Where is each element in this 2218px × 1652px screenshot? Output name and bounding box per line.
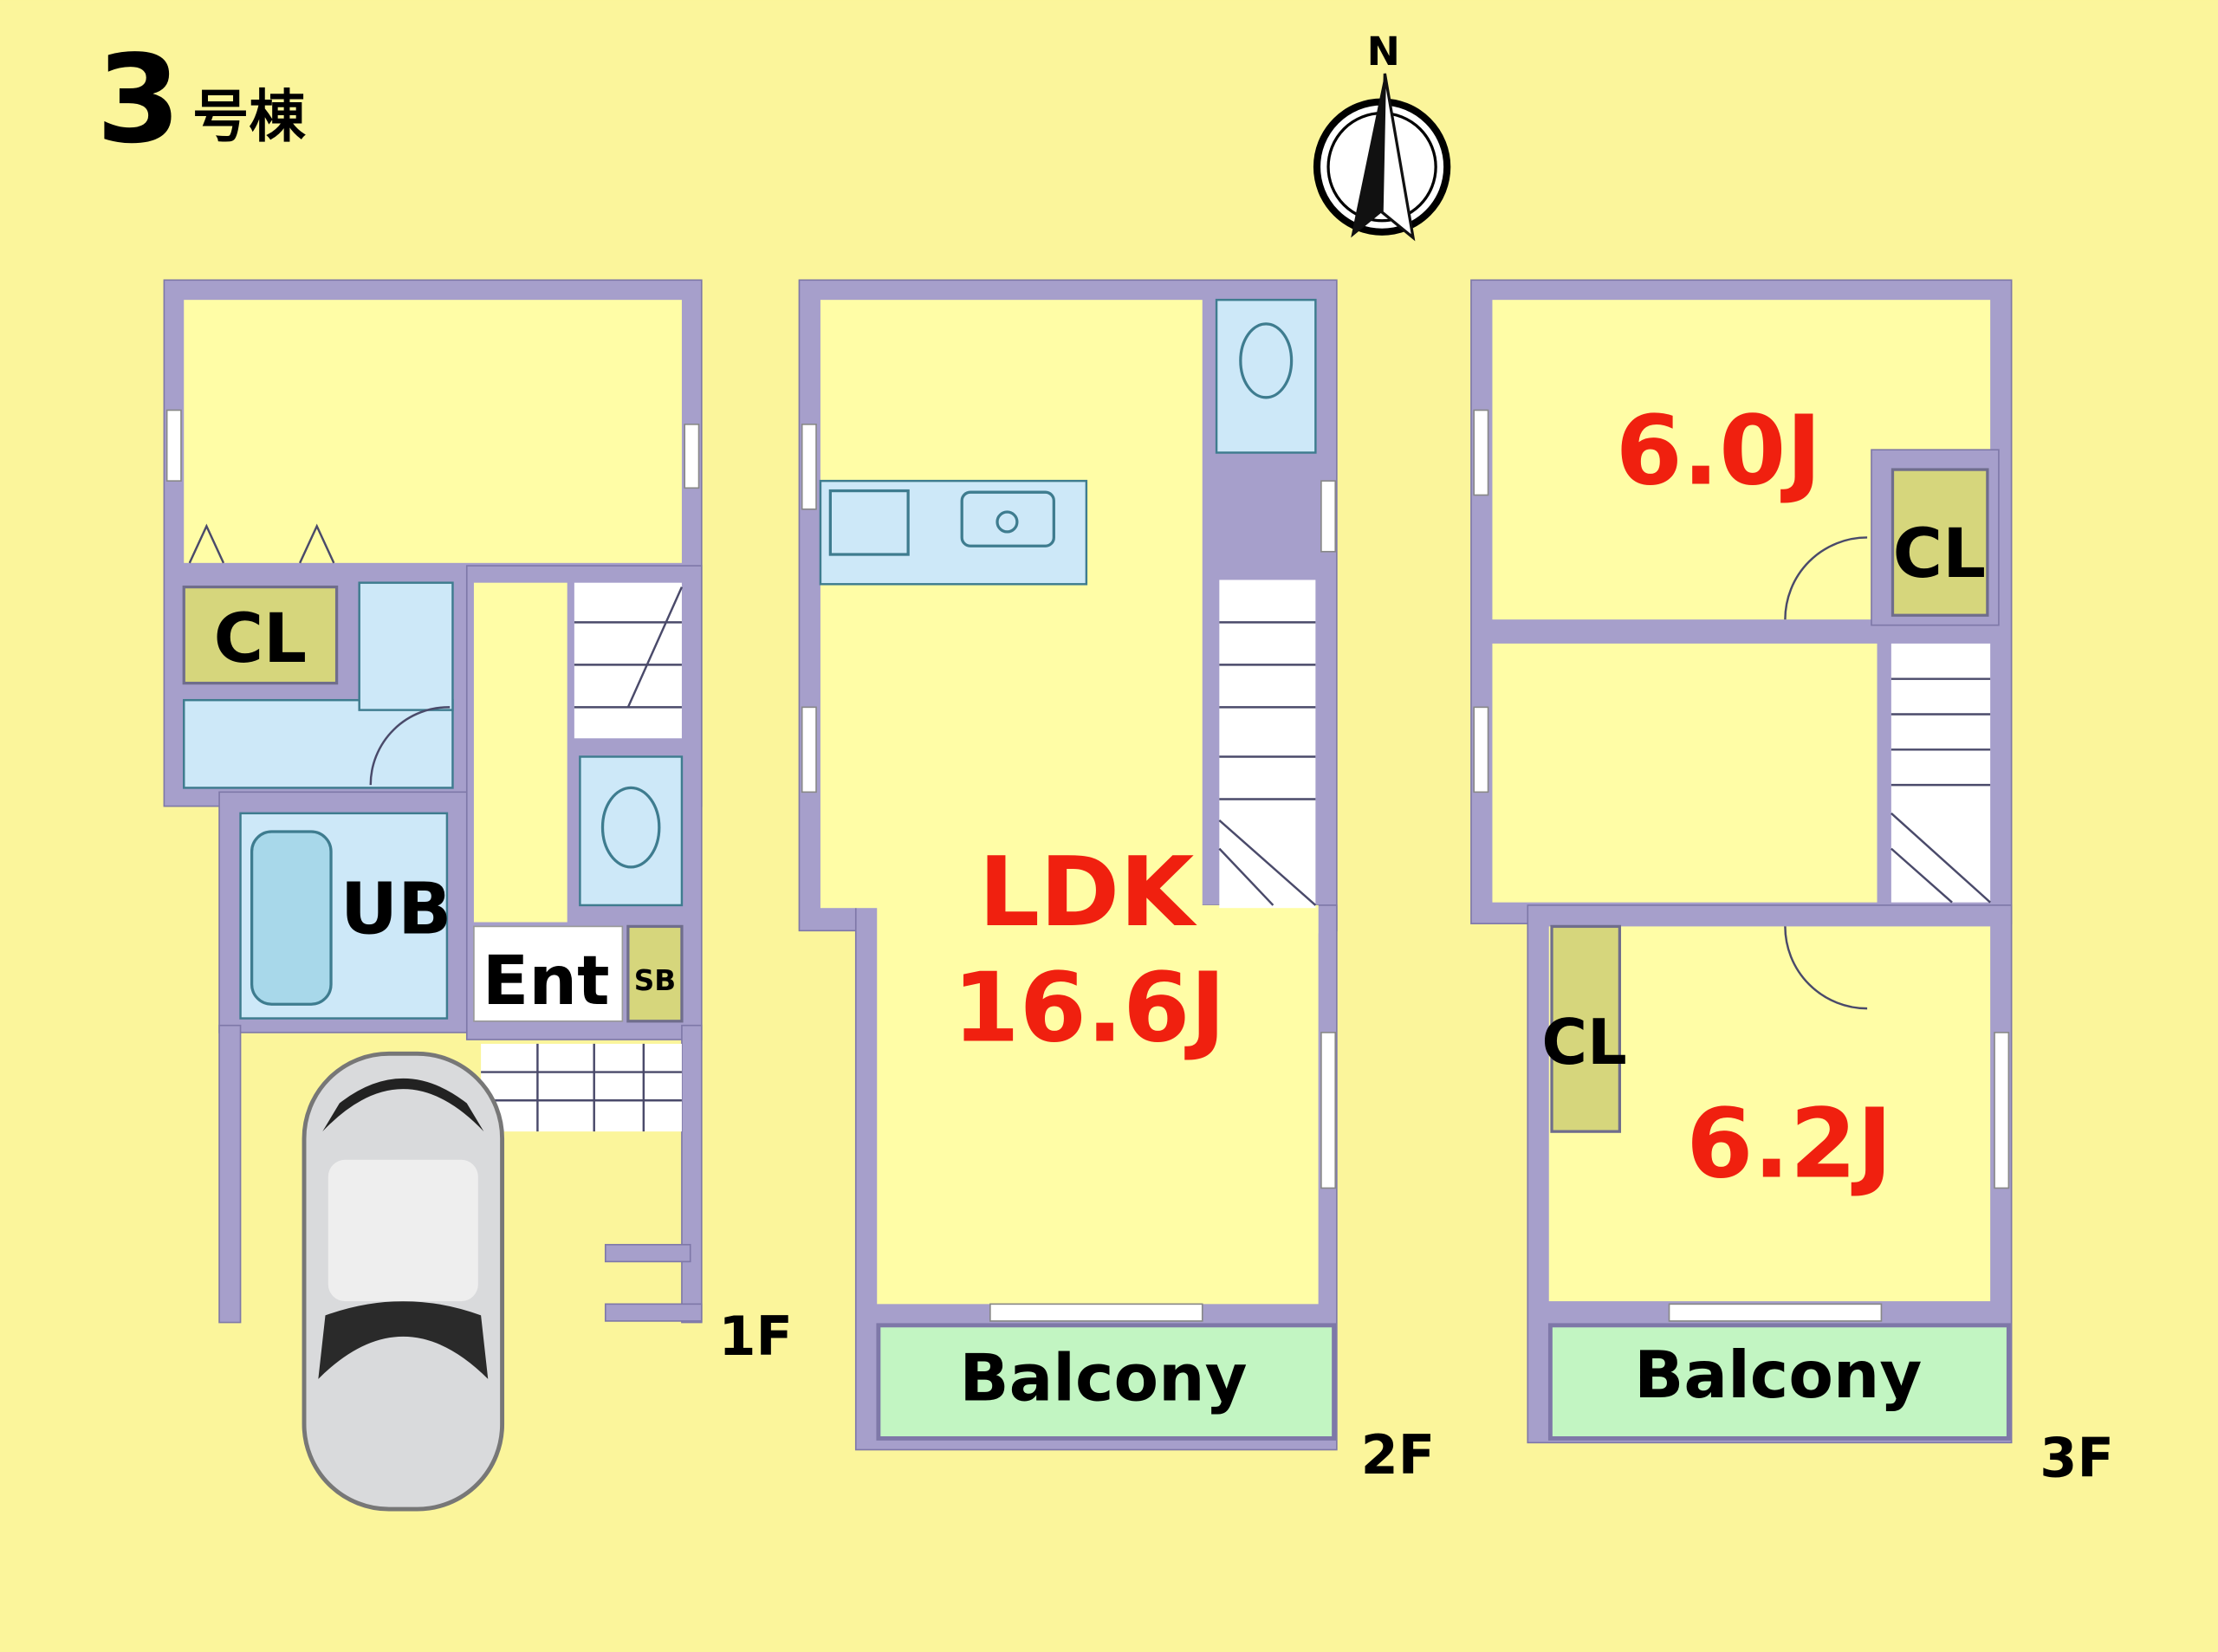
balcony-2f [876, 1323, 1337, 1441]
closet-north-label: CL [1893, 515, 1986, 593]
entrance-label: Ent [483, 942, 610, 1020]
room-ldk [877, 904, 1319, 1305]
balcony-3f [1547, 1323, 2011, 1441]
closet-south-3f [1550, 924, 1622, 1133]
stairs-3f [1890, 643, 1991, 903]
stairs-2f [1219, 580, 1316, 909]
ldk-name-label: LDK [978, 837, 1197, 949]
floor-label-3f: 3F [2040, 1427, 2114, 1490]
shoe-box-label: SB [634, 964, 676, 997]
balcony-label-2f: Balcony [959, 1339, 1247, 1416]
hallway-1f [473, 582, 567, 923]
closet-1f [182, 585, 339, 685]
floor-1f: CL UB Ent SB 1F [163, 279, 793, 1512]
closet-label: CL [214, 599, 307, 678]
balcony-label-3f: Balcony [1634, 1337, 1922, 1413]
floor-3f: CL 6.0J CL 6.2J Balcony 3F [1470, 279, 2114, 1490]
toilet-1f [579, 755, 684, 907]
closet-south-label: CL [1541, 1006, 1626, 1079]
room-south-size: 6.2J [1686, 1088, 1892, 1200]
washroom [183, 698, 454, 789]
hallway-3f [1492, 643, 1878, 903]
building-number: 3 [96, 29, 181, 171]
closet-north-3f [1890, 468, 1989, 617]
floor-label-2f: 2F [1361, 1423, 1436, 1487]
stairs-1f [574, 582, 682, 739]
car-icon [302, 1051, 505, 1512]
room-western-1f [184, 300, 682, 563]
shoe-box [626, 924, 684, 1023]
building-title: 3 号棟 [96, 29, 306, 171]
floor-2f: LDK 16.6J Balcony 2F [798, 279, 1436, 1487]
ldk-size-label: 16.6J [953, 953, 1226, 1065]
room-south-3f [1548, 926, 1991, 1302]
bath-label: UB [340, 869, 451, 951]
north-compass-icon: N [1313, 29, 1451, 242]
kitchen-counter [819, 479, 1088, 586]
floor-label-1f: 1F [718, 1305, 793, 1368]
north-label: N [1367, 29, 1400, 75]
room-north-size: 6.0J [1616, 395, 1822, 507]
building-suffix: 号棟 [192, 84, 306, 150]
entrance [473, 925, 624, 1022]
entrance-porch [481, 1043, 682, 1132]
